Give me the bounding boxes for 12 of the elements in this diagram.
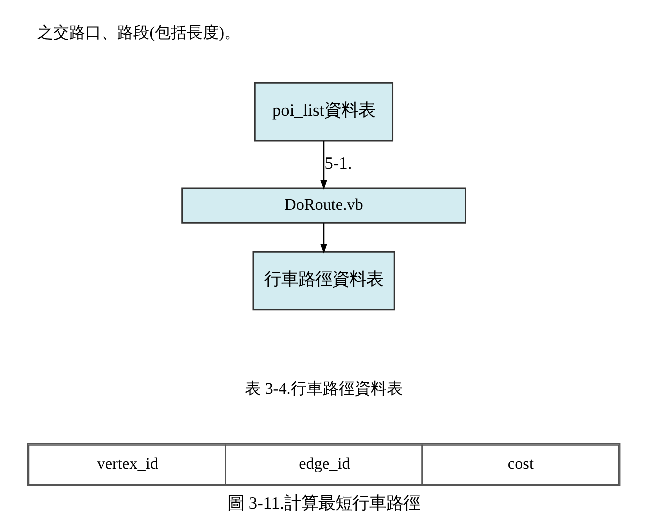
label: 表 3-4.行車路徑資料表 (244, 380, 402, 398)
edge-label: 5-1. (324, 154, 352, 173)
label: 之交路口、路段(包括長度)。 (37, 24, 240, 42)
label: edge_id (298, 455, 350, 474)
node-box: poi_list資料表 (254, 82, 394, 142)
node-box: DoRoute.vb (181, 188, 466, 224)
caption: 圖 3-11.計算最短行車路徑 (227, 494, 420, 513)
label: vertex_id (96, 455, 158, 474)
arrow (320, 224, 327, 254)
arrow (320, 141, 327, 190)
node-box: 行車路徑資料表 (252, 251, 395, 311)
label: cost (507, 455, 534, 474)
